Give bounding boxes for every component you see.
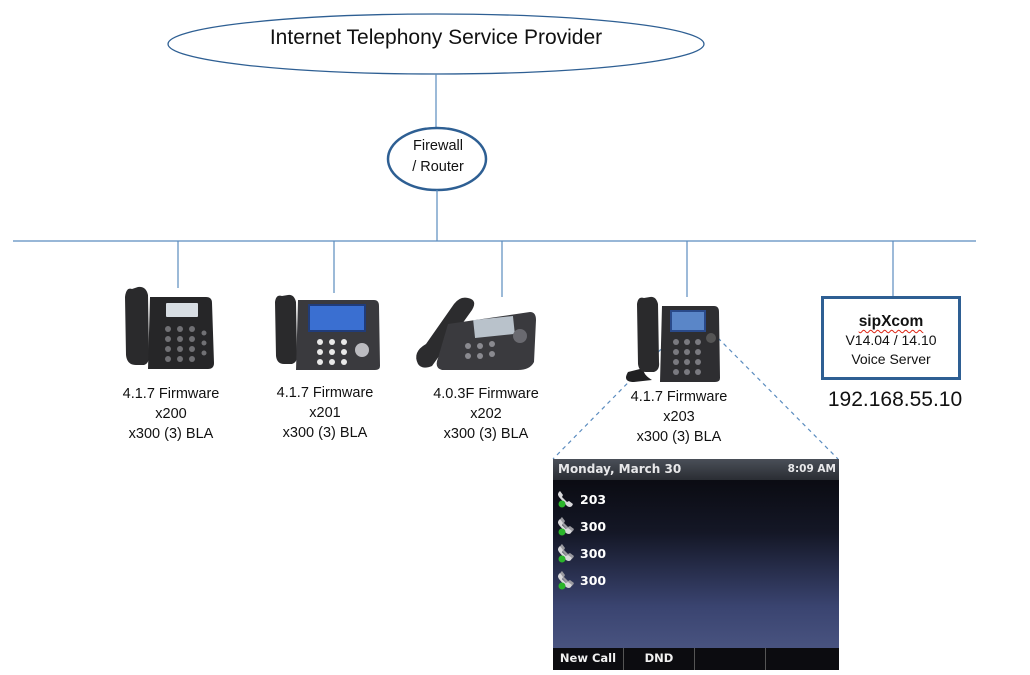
phone-x201-icon	[275, 294, 380, 370]
phone-extension: x201	[309, 405, 341, 421]
line-label: 300	[580, 546, 607, 561]
screen-time: 8:09 AM	[787, 463, 836, 475]
server-name: sipXcom	[858, 313, 924, 330]
empty-softkey[interactable]	[695, 648, 766, 670]
line-label: 300	[580, 519, 607, 534]
line-key-300[interactable]: 300	[553, 542, 839, 566]
server-role: Voice Server	[851, 351, 931, 367]
phone-bla: x300 (3) BLA	[282, 425, 368, 441]
new-call-softkey[interactable]: New Call	[553, 648, 624, 670]
phone-firmware: 4.1.7 Firmware	[122, 386, 220, 402]
shared-handset-icon	[558, 517, 574, 536]
phone-bla: x300 (3) BLA	[636, 429, 722, 445]
phone-screen-zoom: Monday, March 30 8:09 AM 203 300	[553, 459, 839, 670]
firewall-label: Firewall / Router	[388, 136, 488, 178]
phone-extension: x203	[663, 409, 695, 425]
line-label: 203	[580, 492, 607, 507]
phone-x201-label: 4.1.7 Firmware x201 x300 (3) BLA	[262, 383, 388, 443]
phone-extension: x202	[470, 406, 502, 422]
shared-handset-icon	[558, 544, 574, 563]
firewall-label-line1: Firewall	[413, 138, 463, 154]
phone-x200-label: 4.1.7 Firmware x200 x300 (3) BLA	[108, 384, 234, 444]
screen-date: Monday, March 30	[558, 462, 682, 476]
firewall-label-line2: / Router	[412, 159, 464, 175]
shared-handset-icon	[558, 571, 574, 590]
line-label: 300	[580, 573, 607, 588]
line-key-300[interactable]: 300	[553, 515, 839, 539]
phone-x203-icon	[626, 296, 720, 382]
phone-x202-label: 4.0.3F Firmware x202 x300 (3) BLA	[420, 384, 552, 444]
phone-bla: x300 (3) BLA	[443, 426, 529, 442]
line-key-300[interactable]: 300	[553, 569, 839, 593]
softkey-bar: New Call DND	[553, 648, 839, 670]
dnd-softkey[interactable]: DND	[624, 648, 695, 670]
phone-x200-icon	[125, 286, 214, 369]
handset-icon	[558, 491, 573, 508]
server-version: V14.04 / 14.10	[845, 332, 937, 348]
screen-header: Monday, March 30 8:09 AM	[553, 459, 839, 480]
line-key-203[interactable]: 203	[553, 488, 839, 512]
server-ip: 192.168.55.10	[827, 388, 963, 411]
isp-label: Internet Telephony Service Provider	[269, 26, 603, 49]
phone-x202-icon	[416, 297, 536, 370]
phone-bla: x300 (3) BLA	[128, 426, 214, 442]
phone-extension: x200	[155, 406, 187, 422]
phone-firmware: 4.1.7 Firmware	[276, 385, 374, 401]
voice-server-box: sipXcom V14.04 / 14.10 Voice Server	[821, 296, 961, 380]
phone-x203-label: 4.1.7 Firmware x203 x300 (3) BLA	[616, 387, 742, 447]
phone-firmware: 4.1.7 Firmware	[630, 389, 728, 405]
phone-firmware: 4.0.3F Firmware	[433, 386, 539, 402]
